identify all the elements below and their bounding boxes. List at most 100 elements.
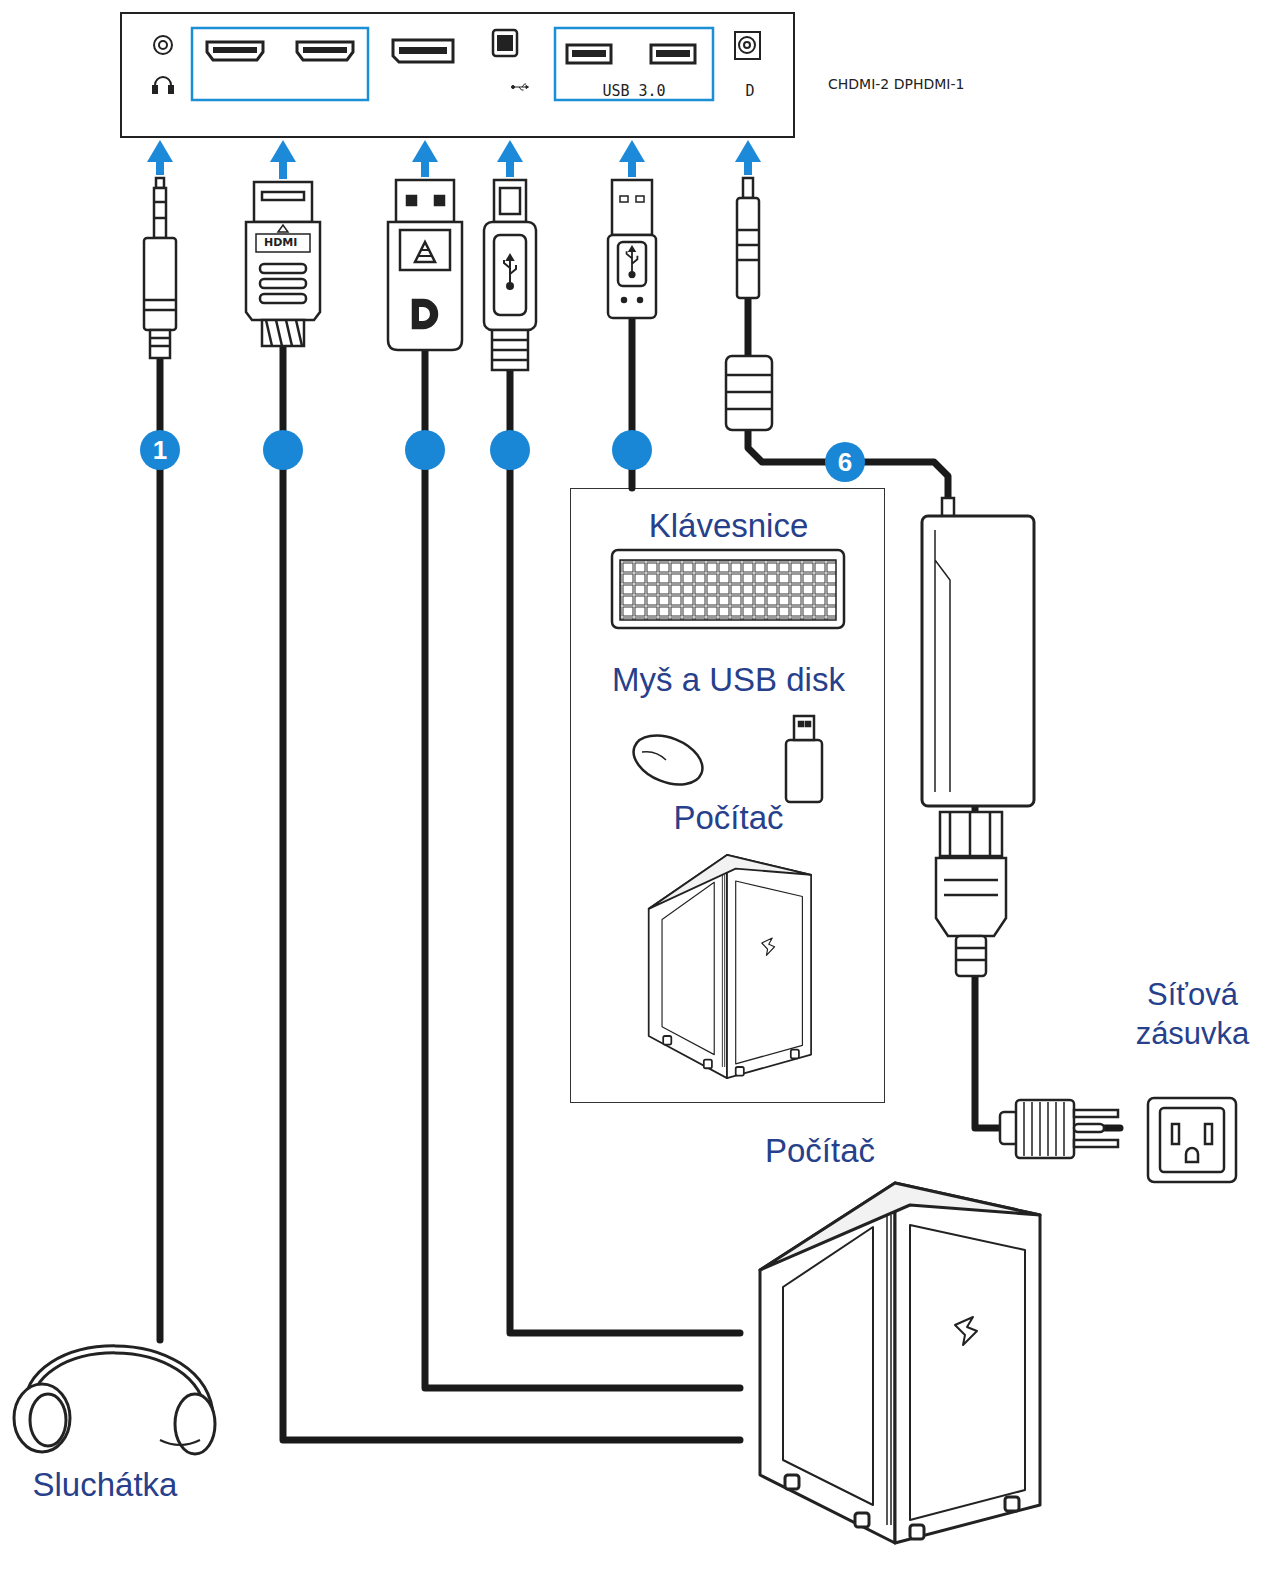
- node-label: Síťová zásuvka: [1120, 976, 1265, 1054]
- node-label: Počítač: [740, 1130, 900, 1171]
- headphones-part: [14, 1384, 70, 1452]
- power-adapter-part: [956, 936, 986, 976]
- usb-a-plug-part: [622, 298, 626, 302]
- arrow-head: [619, 140, 645, 162]
- headphones-part: [28, 1349, 210, 1418]
- audio-jack-plug-part: [144, 300, 176, 310]
- hdmi-plug-part: [260, 264, 306, 273]
- hdmi-plug-part: [278, 225, 288, 232]
- cable-line: [629, 318, 636, 488]
- usb-a-plug-part-part: [627, 247, 638, 278]
- audio-jack-plug-part: [150, 330, 170, 358]
- power-adapter-part: [944, 880, 998, 895]
- arrow-head: [497, 140, 523, 162]
- arrow-shaft: [279, 158, 287, 179]
- displayport-plug: [388, 180, 462, 350]
- displayport-plug-part: [407, 196, 416, 205]
- usb-b-plug-part-part: [504, 255, 516, 289]
- dc-barrel-plug-part: [743, 178, 753, 198]
- node-label: Sluchátka: [10, 1464, 200, 1505]
- power-adapter-part: [950, 812, 990, 856]
- mains-plug: [1000, 1100, 1118, 1158]
- hdmi-plug-part: [266, 320, 302, 346]
- usb-a-plug-part: [608, 235, 656, 318]
- dc-barrel-plug-part: [737, 198, 759, 298]
- usb-a-plug-part: [618, 242, 646, 286]
- device-group-box: KlávesniceMyš a USB diskPočítač: [570, 488, 885, 1103]
- dc-barrel-plug-part: [726, 356, 772, 430]
- mains-plug-part: [1024, 1102, 1064, 1156]
- cable-line: [157, 358, 164, 1340]
- audio-jack-plug-part: [154, 188, 166, 238]
- headphones-part: [30, 1394, 66, 1446]
- power-adapter-part: [940, 812, 1002, 856]
- audio-jack-plug-part: [144, 238, 176, 330]
- arrow-shaft: [421, 158, 429, 177]
- arrow-head: [735, 140, 761, 162]
- port-panel: USB 3.0 D: [120, 12, 795, 138]
- audio-jack-plug-part: [150, 338, 170, 346]
- hdmi-plug-part: [254, 182, 312, 222]
- usb-b-plug-part: [494, 180, 526, 222]
- hdmi-plug-part: [246, 222, 320, 320]
- computer-large: [760, 1183, 1040, 1543]
- headphones-part: [175, 1394, 215, 1454]
- headphones-part: [28, 1349, 210, 1418]
- power-adapter-part: [935, 530, 950, 792]
- computer-node: Počítač: [740, 1125, 1060, 1545]
- callout-circles: [263, 430, 652, 470]
- dc-barrel-plug: [726, 178, 772, 430]
- callout-circles-part: [405, 430, 445, 470]
- wall-outlet-part: [1205, 1124, 1212, 1144]
- connector-marking: HDMI: [264, 236, 297, 249]
- usb-a-plug-part: [636, 196, 644, 202]
- displayport-plug-part: [400, 230, 450, 270]
- mains-plug-part: [1074, 1140, 1118, 1147]
- usb-b-plug-part: [484, 222, 536, 330]
- arrow-shaft: [744, 158, 752, 175]
- usb-b-plug-part: [500, 188, 520, 214]
- usb-b-plug: [484, 180, 536, 370]
- arrow-shaft: [506, 158, 514, 177]
- audio-jack-plug-part: [156, 178, 164, 188]
- arrow-head: [147, 140, 173, 162]
- usb-b-plug-part: [492, 330, 528, 370]
- callout-circles-part: [612, 430, 652, 470]
- displayport-plug-part: [413, 300, 437, 328]
- mains-plug-part: [1074, 1124, 1104, 1132]
- usb-a-plug-part: [638, 298, 642, 302]
- hdmi-plug-part: [260, 279, 306, 288]
- wall-outlet-part: [1160, 1108, 1224, 1172]
- node-label: D: [735, 82, 765, 101]
- usb-a-plug-part: [612, 180, 652, 235]
- audio-jack-plug: [144, 178, 176, 358]
- port-label: USB 3.0: [559, 82, 709, 101]
- arrow-shaft: [156, 158, 164, 175]
- arrow-shaft: [628, 158, 636, 177]
- callout-circles-part: [263, 430, 303, 470]
- port-map-note: CHDMI-2 DPHDMI-1: [828, 76, 964, 92]
- callout-number: 1: [140, 430, 180, 470]
- computer-large-part: [760, 1183, 1040, 1543]
- mains-plug-part: [1016, 1100, 1074, 1158]
- arrow-head: [270, 140, 296, 162]
- displayport-plug-part: [418, 250, 432, 256]
- node-label: Myš a USB disk: [571, 659, 886, 700]
- hdmi-plug-part: [260, 294, 306, 303]
- mains-plug-part: [1000, 1112, 1018, 1144]
- arrow-head: [412, 140, 438, 162]
- power-adapter-part: [956, 948, 986, 960]
- usb-b-plug-part: [494, 235, 526, 315]
- headphones: [14, 1349, 215, 1454]
- usb-a-plug-part: [620, 196, 628, 202]
- hdmi-plug-part: [262, 320, 304, 346]
- outlet-node: Síťová zásuvka: [1120, 976, 1265, 1184]
- hdmi-plug: [246, 182, 320, 346]
- dc-barrel-plug-part: [726, 375, 772, 409]
- power-adapter: [922, 498, 1034, 976]
- cable-connector: [147, 140, 173, 1340]
- cable-connector: [619, 140, 645, 488]
- power-adapter-part: [922, 516, 1034, 806]
- usb-a-plug: [608, 180, 656, 318]
